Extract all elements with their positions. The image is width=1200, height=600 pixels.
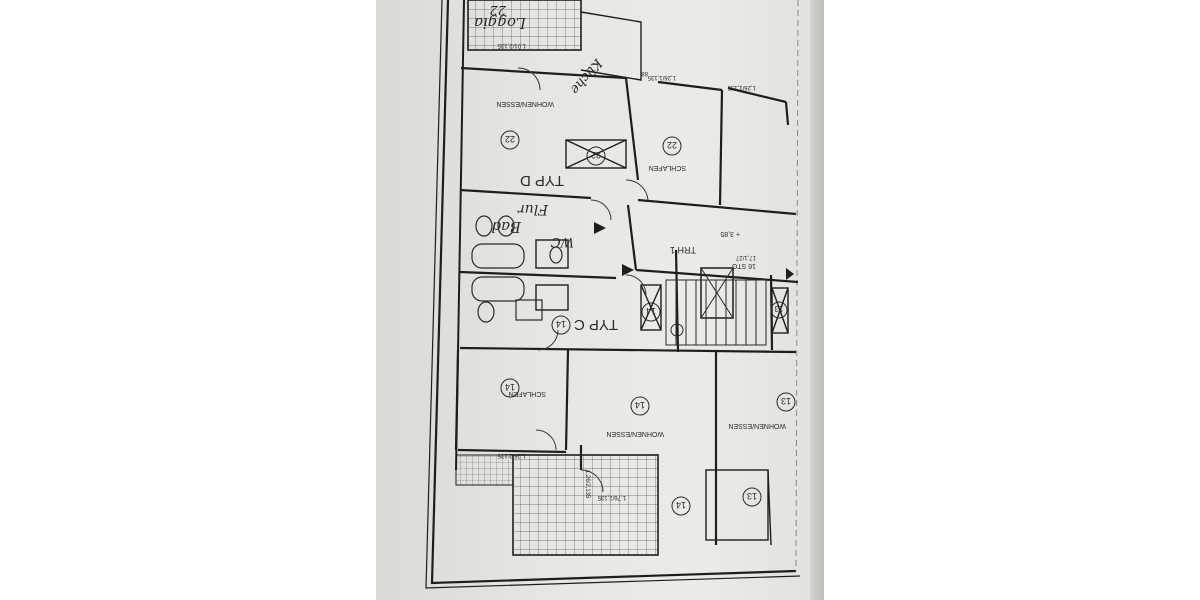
- floor-plan: Loggia 22 Küche: [425, 0, 801, 589]
- staircase: [665, 267, 767, 346]
- room-label-wohnen-bottom-a: WOHNEN/ESSEN: [606, 430, 664, 437]
- unit-number-22-a: 22: [505, 134, 515, 144]
- room-label-typ-d: TYP D: [520, 172, 564, 189]
- unit-circle-14-d: [641, 302, 661, 322]
- unit-circle-22-c: [586, 146, 606, 166]
- shafts: [535, 139, 789, 334]
- dimension-6: 1,76/2,135: [597, 494, 626, 500]
- room-label-schlafen-mid: SCHLAFEN: [509, 390, 546, 397]
- dimension-7: 88: [641, 70, 648, 76]
- room-label-bad: Bad: [491, 218, 522, 236]
- outer-walls: [425, 0, 801, 589]
- room-label-stg: 16 STG: [732, 262, 756, 269]
- unit-number-13-a: 13: [781, 396, 791, 406]
- unit-number-13-b: 13: [774, 304, 783, 313]
- unit-circle-22-a: [500, 130, 520, 150]
- room-label-wohnen-top: WOHNEN/ESSEN: [496, 100, 554, 107]
- room-label-wohnen-bottom-b: WOHNEN/ESSEN: [728, 422, 786, 429]
- unit-circle-13-a: [776, 392, 796, 412]
- dimension-3: 1,26/1,135: [727, 84, 756, 90]
- unit-circle-22-b: [662, 136, 682, 156]
- unit-number-14-c: 14: [556, 319, 566, 329]
- room-label-schlafen-top: SCHLAFEN: [649, 164, 686, 171]
- level-mark: + 3,85: [720, 230, 740, 237]
- stair-dimension: 17,1/27: [735, 254, 756, 260]
- unit-number-14-a: 14: [505, 382, 515, 392]
- page-edge: [810, 0, 824, 600]
- room-label-trh: TRH 1: [670, 245, 696, 255]
- unit-circle-14-b: [630, 396, 650, 416]
- loggia-bottom: [455, 454, 772, 556]
- unit-circle-14-c: [551, 315, 571, 335]
- unit-number-14-b: 14: [635, 400, 645, 410]
- entry-arrows: [594, 222, 794, 280]
- unit-number-13-c: 13: [747, 491, 757, 501]
- unit-circle-14-e: [671, 496, 691, 516]
- bathroom-fixtures: [471, 215, 563, 323]
- room-label-wc: WC: [551, 234, 574, 249]
- unit-circle-14-a: [500, 378, 520, 398]
- room-label-flur: Flur: [517, 201, 549, 217]
- dimension-5: 1,26/2,135: [584, 470, 590, 499]
- loggia-top: [467, 0, 642, 81]
- unit-number-22-b: 22: [667, 140, 677, 150]
- unit-number-22-c: 22: [591, 150, 601, 160]
- loggia-label: Loggia: [474, 14, 527, 32]
- room-label-typ-c: TYP C: [574, 316, 618, 333]
- unit-number-14-d: 14: [646, 306, 656, 316]
- dimension-1: 1,01/2,135: [497, 42, 526, 48]
- dimension-4: 1,26/2,135: [497, 452, 526, 458]
- dimension-2: 1,26/1,135: [647, 74, 676, 80]
- unit-number-22-loggia: 22: [489, 2, 507, 17]
- unit-circle-13-c: [742, 487, 762, 507]
- door-swings: [517, 67, 649, 493]
- unit-number-14-e: 14: [676, 500, 686, 510]
- unit-circle-13-b: [770, 301, 788, 319]
